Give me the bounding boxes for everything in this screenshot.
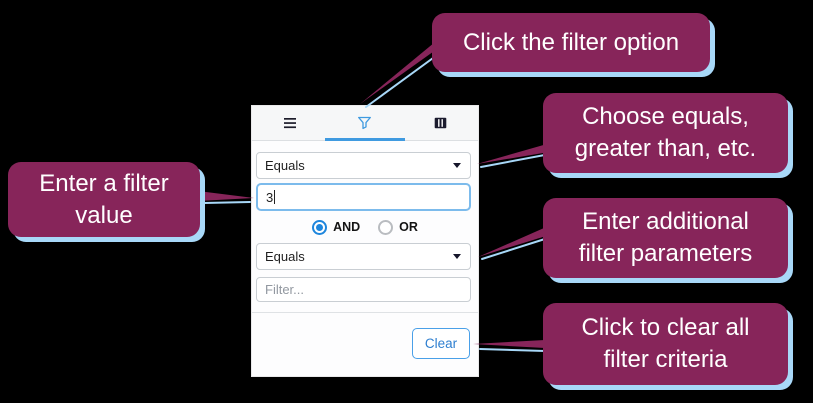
callout-choose-equals: Choose equals, greater than, etc.: [543, 93, 788, 173]
chevron-down-icon: [453, 163, 461, 168]
filter-panel-tab-bar: [252, 106, 478, 141]
filter-text-input[interactable]: Filter...: [256, 277, 471, 302]
join-operator-group: AND OR: [252, 218, 478, 236]
radio-or[interactable]: [378, 219, 394, 235]
connector-shadow: [203, 201, 251, 204]
connector-choose-equals: [477, 144, 549, 164]
radio-and-label: AND: [333, 220, 361, 234]
operator-select-1[interactable]: Equals: [256, 152, 471, 179]
callout-clear-all: Click to clear all filter criteria: [543, 303, 788, 385]
connector-shadow: [480, 153, 551, 168]
chevron-down-icon: [453, 254, 461, 259]
clear-button[interactable]: Clear: [412, 328, 470, 359]
callout-filter-value: Enter a filter value: [8, 162, 200, 237]
radio-or-label: OR: [399, 220, 418, 234]
filter-value-input[interactable]: 3: [256, 183, 471, 211]
operator-select-2[interactable]: Equals: [256, 243, 471, 270]
callout-text: Choose equals, greater than, etc.: [574, 103, 757, 162]
operator-select-2-value: Equals: [265, 249, 305, 264]
connector-shadow: [479, 348, 546, 352]
connector-add-params: [478, 228, 546, 257]
active-tab-indicator: [324, 138, 405, 141]
columns-icon: [434, 117, 447, 129]
connector-shadow: [481, 237, 549, 260]
callout-text: Enter a filter value: [39, 169, 169, 229]
callout-text: Click to clear all filter criteria: [581, 314, 750, 373]
text-cursor: [274, 190, 276, 204]
menu-icon: [283, 118, 296, 129]
tab-menu[interactable]: [252, 106, 327, 140]
tab-columns[interactable]: [403, 106, 478, 140]
radio-and[interactable]: [312, 219, 328, 235]
callout-additional-params: Enter additional filter parameters: [543, 198, 788, 278]
connector-filter-option: [360, 33, 451, 104]
operator-select-1-value: Equals: [265, 158, 305, 173]
connector-filter-value: [198, 191, 254, 201]
tab-filter[interactable]: [324, 106, 405, 141]
callout-text: Enter additional filter parameters: [578, 208, 753, 267]
filter-icon: [358, 116, 372, 130]
filter-value-text: 3: [266, 189, 274, 205]
panel-divider: [252, 312, 478, 313]
callout-text: Click the filter option: [462, 28, 680, 56]
connector-clear-all: [473, 340, 545, 348]
filter-panel: Equals 3 AND OR Equals Filter... Clear: [251, 105, 479, 377]
callout-filter-option: Click the filter option: [432, 13, 710, 72]
filter-text-placeholder: Filter...: [265, 282, 305, 297]
